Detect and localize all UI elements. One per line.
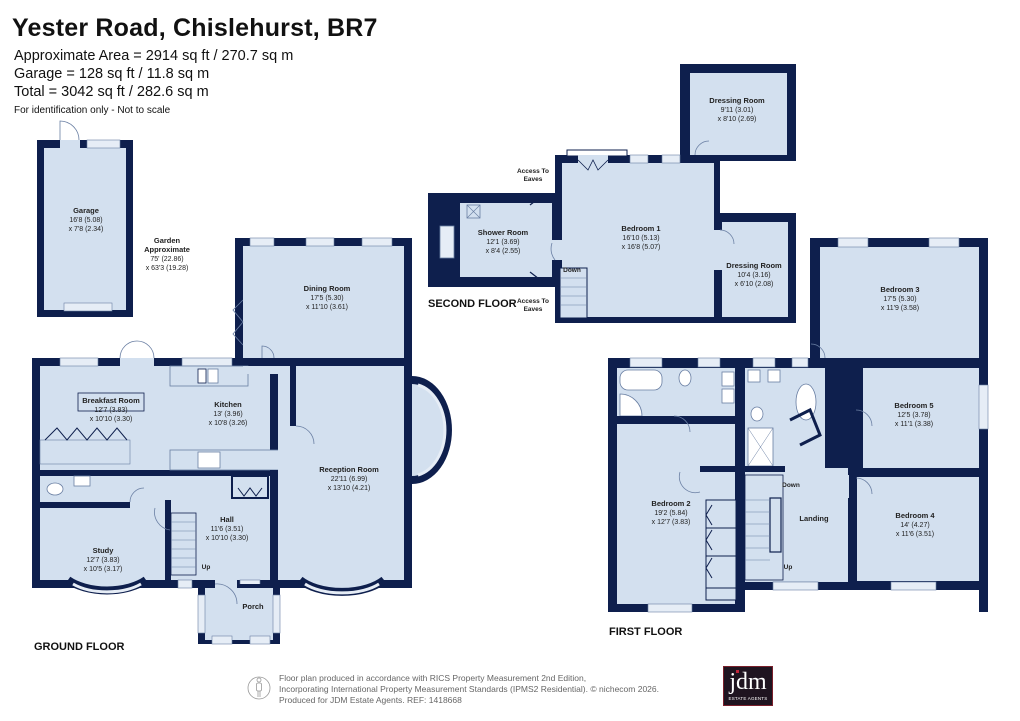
svg-text:x 11'1 (3.38): x 11'1 (3.38) [895,421,933,428]
room-label-breakfast: Breakfast Room [82,396,140,405]
room-label-kitchen: Kitchen [214,400,242,409]
svg-text:x 16'8 (5.07): x 16'8 (5.07) [622,244,661,251]
svg-text:Eaves: Eaves [524,176,543,183]
garage-area: Garage = 128 sq ft / 11.8 sq m [14,66,210,82]
svg-text:x 13'10 (4.21): x 13'10 (4.21) [328,485,371,492]
garage [37,120,133,317]
room-label-landing: Landing [799,514,829,523]
svg-text:22'11 (6.99): 22'11 (6.99) [331,476,368,483]
svg-text:12'1 (3.69): 12'1 (3.69) [486,239,519,246]
svg-text:16'10 (5.13): 16'10 (5.13) [622,235,659,242]
room-label-dressing-1: Dressing Room [709,96,765,105]
property-title: Yester Road, Chislehurst, BR7 [12,14,378,42]
svg-text:x 12'7 (3.83): x 12'7 (3.83) [652,519,691,526]
room-label-bedroom-2: Bedroom 2 [651,499,690,508]
svg-text:75' (22.86): 75' (22.86) [150,256,183,263]
first-floor [608,237,989,613]
footer-disclaimer: Floor plan produced in accordance with R… [279,673,659,705]
svg-text:x 10'10 (3.30): x 10'10 (3.30) [90,416,133,423]
svg-text:16'8 (5.08): 16'8 (5.08) [69,217,102,224]
room-label-study: Study [93,546,115,555]
svg-text:14' (4.27): 14' (4.27) [900,522,929,529]
eaves-access-top: Access To [517,168,549,175]
svg-text:13' (3.96): 13' (3.96) [213,411,242,418]
svg-text:x 11'6 (3.51): x 11'6 (3.51) [896,531,934,538]
svg-text:x 10'10 (3.30): x 10'10 (3.30) [206,535,249,542]
svg-text:19'2 (5.84): 19'2 (5.84) [654,510,687,517]
svg-text:9'11 (3.01): 9'11 (3.01) [721,107,754,114]
svg-text:x 7'8 (2.34): x 7'8 (2.34) [69,226,104,233]
room-label-shower: Shower Room [478,228,529,237]
svg-text:x 6'10 (2.08): x 6'10 (2.08) [735,281,774,288]
room-label-hall: Hall [220,515,234,524]
room-label-garage: Garage [73,206,99,215]
svg-text:Eaves: Eaves [524,306,543,313]
stair-down-first: Down [782,482,800,489]
svg-text:x 10'5 (3.17): x 10'5 (3.17) [84,566,123,573]
svg-text:x 8'10 (2.69): x 8'10 (2.69) [718,116,757,123]
ground-stairs [170,512,197,576]
eaves-access-bottom: Access To [517,298,549,305]
floor-label-second: SECOND FLOOR [428,298,517,310]
disclaimer: For identification only - Not to scale [14,105,171,116]
svg-text:17'5 (5.30): 17'5 (5.30) [310,295,343,302]
room-label-garden: Garden [154,236,181,245]
floor-label-first: FIRST FLOOR [609,626,682,638]
svg-text:11'6 (3.51): 11'6 (3.51) [211,526,244,533]
room-label-porch: Porch [242,602,264,611]
room-label-dining: Dining Room [304,284,351,293]
svg-text:12'7 (3.83): 12'7 (3.83) [94,407,127,414]
room-label-bedroom-3: Bedroom 3 [880,285,919,294]
svg-text:x 63'3 (19.28): x 63'3 (19.28) [146,265,189,272]
svg-text:12'7 (3.83): 12'7 (3.83) [86,557,119,564]
svg-text:x 11'10 (3.61): x 11'10 (3.61) [306,304,348,311]
svg-text:x 11'9 (3.58): x 11'9 (3.58) [881,305,919,312]
labels: Garage 16'8 (5.08) x 7'8 (2.34) Garden A… [34,96,935,653]
person-scale-icon [247,676,271,700]
room-label-bedroom-5: Bedroom 5 [894,401,933,410]
room-label-bedroom-4: Bedroom 4 [895,511,935,520]
approximate-area: Approximate Area = 2914 sq ft / 270.7 sq… [14,48,294,64]
stair-up-ground: Up [202,564,211,571]
room-label-reception: Reception Room [319,465,379,474]
room-label-bedroom-1: Bedroom 1 [621,224,660,233]
svg-text:12'5 (3.78): 12'5 (3.78) [897,412,930,419]
stair-up-first: Up [784,564,793,571]
svg-text:x 8'4 (2.55): x 8'4 (2.55) [486,248,521,255]
svg-text:10'4 (3.16): 10'4 (3.16) [737,272,770,279]
logo-accent-dot [736,670,739,673]
svg-text:17'5 (5.30): 17'5 (5.30) [883,296,916,303]
jdm-logo: jdm ESTATE AGENTS [723,666,773,706]
svg-text:x 10'8 (3.26): x 10'8 (3.26) [209,420,248,427]
room-label-dressing-2: Dressing Room [726,261,782,270]
total-area: Total = 3042 sq ft / 282.6 sq m [14,84,209,100]
floor-label-ground: GROUND FLOOR [34,641,124,653]
stair-down-second: Down [563,267,581,274]
svg-text:Approximate: Approximate [144,245,190,254]
ground-floor [32,237,452,645]
second-floor [428,64,796,323]
